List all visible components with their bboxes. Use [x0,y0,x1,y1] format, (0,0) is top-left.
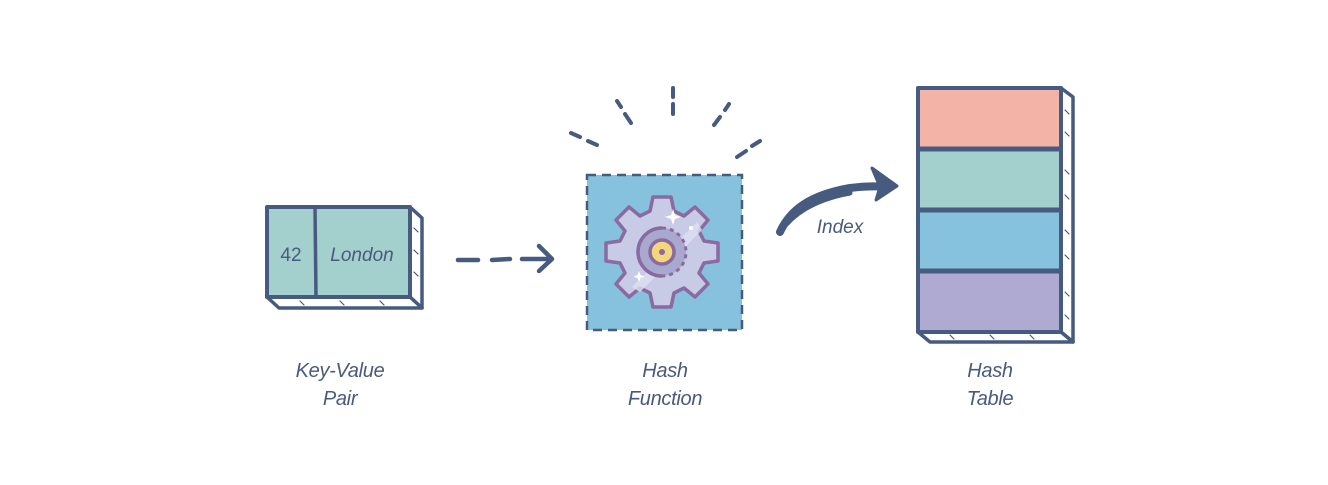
hash-table-bucket-3 [918,210,1061,271]
kv-caption-line2: Pair [322,388,358,410]
hash-table-bucket-1 [918,88,1061,149]
kv-key-text: 42 [280,245,301,266]
hash-function-caption: Hash Function [585,357,745,413]
hash-table-bucket-4 [918,271,1061,332]
hash-table-caption-line1: Hash [967,360,1013,382]
kv-value-cell [315,207,410,297]
kv-key-cell [267,207,315,297]
hash-function-caption-line2: Function [627,388,703,410]
hash-table-caption-line2: Table [966,388,1014,410]
kv-value-text: London [330,245,393,266]
index-label: Index [817,217,865,238]
index-arrow: Index [776,166,899,238]
key-value-pair-box: 42 London [265,205,424,310]
hash-table [916,86,1075,344]
hash-function-caption-line1: Hash [642,360,688,382]
dashed-arrow-to-hash-function [455,243,555,274]
gear-icon [604,195,720,309]
burst-lines [569,86,762,159]
kv-caption-line1: Key-Value [295,360,385,382]
key-value-pair-caption: Key-Value Pair [260,357,420,413]
hash-function-box [585,173,744,332]
hash-table-caption: Hash Table [910,357,1070,413]
hash-table-bucket-2 [918,149,1061,210]
